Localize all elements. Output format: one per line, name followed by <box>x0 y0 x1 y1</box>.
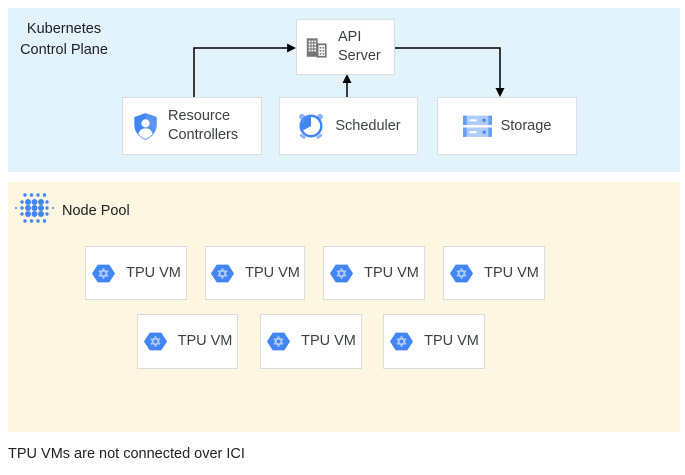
tpu-vm-label: TPU VM <box>126 264 181 281</box>
diagram-caption: TPU VMs are not connected over ICI <box>8 446 245 462</box>
control-plane-title: Kubernetes Control Plane <box>20 21 108 59</box>
hexagon-gear-icon <box>266 329 291 354</box>
tpu-vm-box: TPU VM <box>137 314 238 369</box>
scheduler-label: Scheduler <box>335 117 401 134</box>
node-pool-panel <box>8 182 680 432</box>
tpu-vm-label: TPU VM <box>245 264 300 281</box>
tpu-vm-label: TPU VM <box>424 333 479 350</box>
resource-controllers-box: Resource Controllers <box>122 97 262 155</box>
tpu-vm-box: TPU VM <box>443 246 545 300</box>
tpu-vm-box: TPU VM <box>383 314 485 369</box>
hexagon-gear-icon <box>449 261 474 286</box>
hexagon-gear-icon <box>210 261 235 286</box>
api-server-box: API Server <box>296 19 395 75</box>
storage-box: Storage <box>437 97 577 155</box>
hexagon-gear-icon <box>389 329 414 354</box>
scheduler-box: Scheduler <box>279 97 418 155</box>
storage-disks-icon <box>463 115 492 138</box>
tpu-vm-label: TPU VM <box>484 264 539 281</box>
tpu-vm-box: TPU VM <box>85 246 187 300</box>
tpu-vm-label: TPU VM <box>177 333 233 350</box>
storage-label: Storage <box>500 117 552 134</box>
tpu-vm-label: TPU VM <box>364 264 419 281</box>
tpu-vm-label: TPU VM <box>301 333 356 350</box>
hexagon-gear-icon <box>143 329 168 354</box>
tpu-vm-box: TPU VM <box>260 314 362 369</box>
tpu-vm-box: TPU VM <box>323 246 425 300</box>
alarm-clock-icon <box>296 111 326 141</box>
node-pool-title: Node Pool <box>62 203 130 219</box>
building-icon <box>303 34 329 60</box>
hexagon-gear-icon <box>91 261 116 286</box>
hexagon-gear-icon <box>329 261 354 286</box>
tpu-vm-box: TPU VM <box>205 246 305 300</box>
api-server-label: API Server <box>338 29 381 64</box>
dot-cluster-icon <box>13 187 55 229</box>
shield-user-icon <box>132 112 159 141</box>
resource-controllers-label: Resource Controllers <box>168 108 239 143</box>
